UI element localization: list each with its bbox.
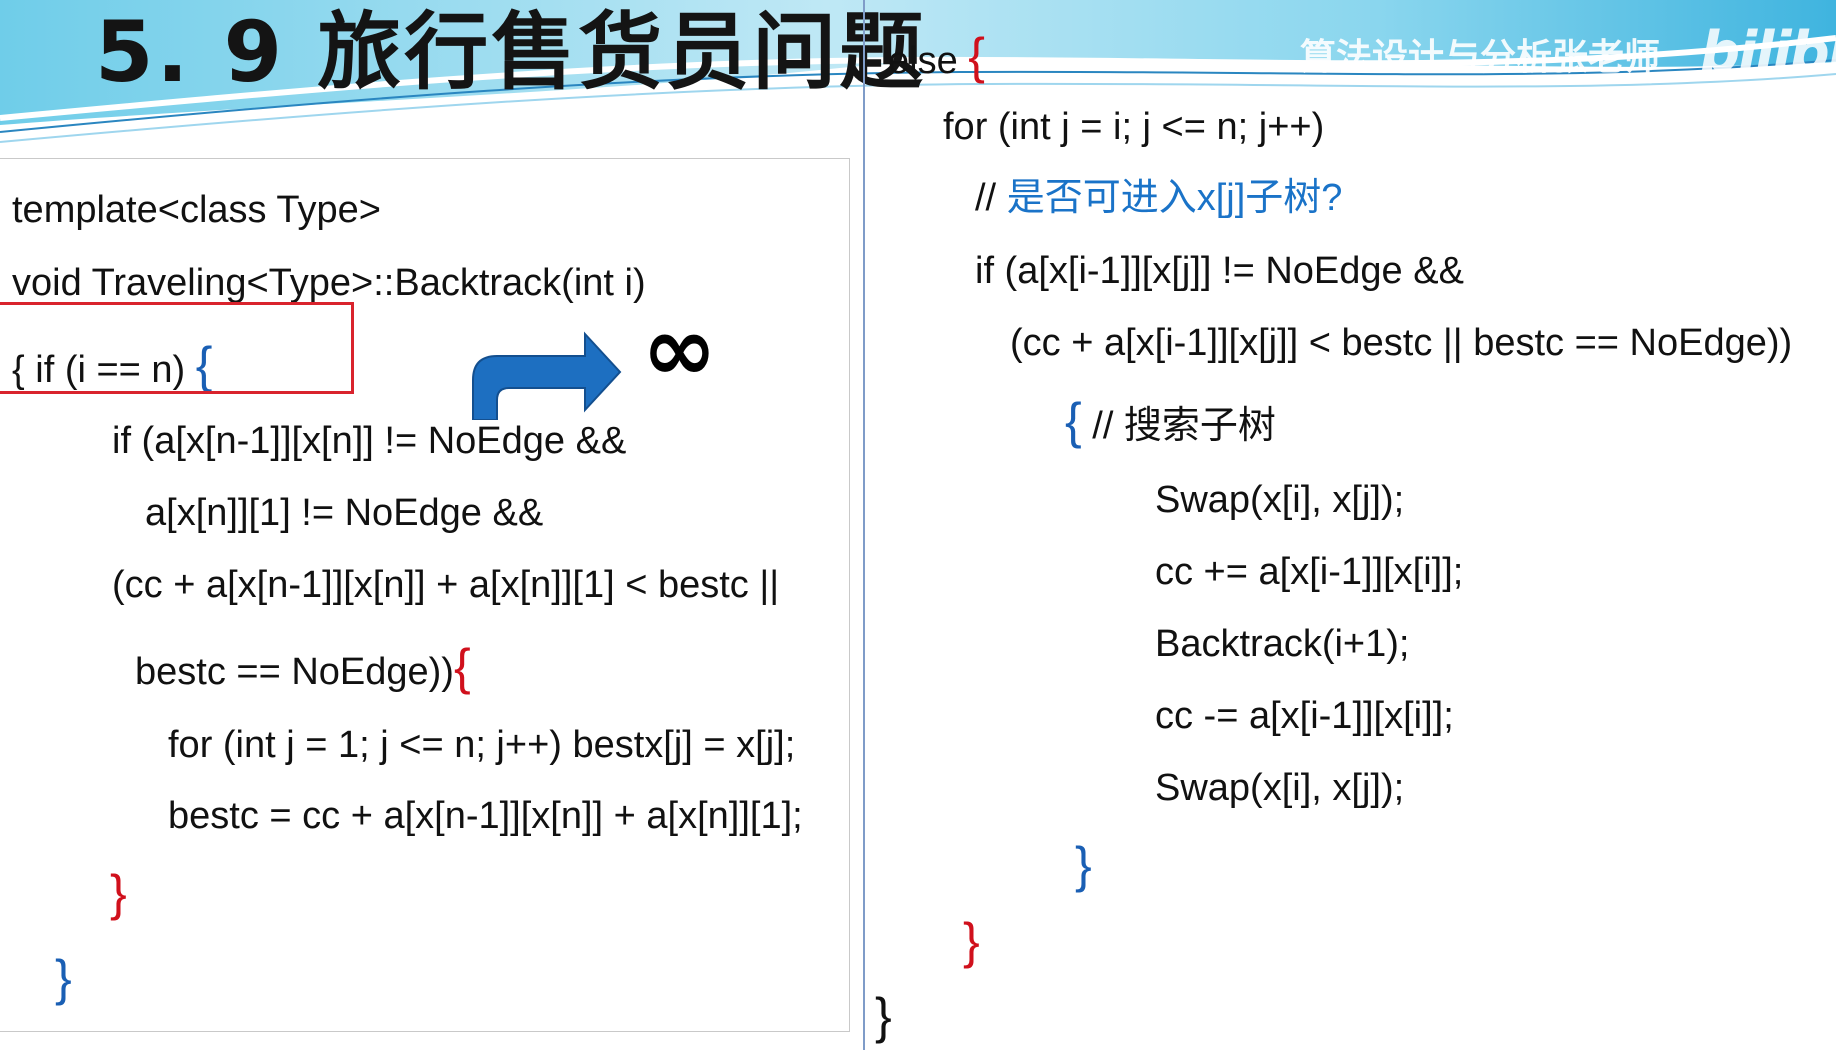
code-line-cc-sub: cc -= a[x[i-1]][x[i]]; bbox=[1155, 695, 1454, 737]
open-brace: { bbox=[12, 349, 25, 391]
code-line-swap2: Swap(x[i], x[j]); bbox=[1155, 767, 1405, 809]
code-line-template: template<class Type> bbox=[12, 189, 381, 231]
comment-search-subtree: // 搜索子树 bbox=[1081, 405, 1276, 447]
column-divider bbox=[863, 0, 865, 1050]
infinity-symbol: ∞ bbox=[642, 297, 717, 402]
code-line-if-edge2: a[x[n]][1] != NoEdge && bbox=[145, 492, 544, 534]
code-line-cc-add: cc += a[x[i-1]][x[i]]; bbox=[1155, 551, 1464, 593]
signature-prefix: void Traveling<Type>:: bbox=[12, 262, 395, 304]
signature-params: (int i) bbox=[561, 262, 646, 304]
if-base-case: if (i == n) bbox=[35, 349, 196, 391]
final-close-brace: } bbox=[875, 988, 892, 1044]
channel-watermark-text: 算法设计与分析张老师 bbox=[1300, 37, 1661, 78]
blue-block-brace: { bbox=[1065, 393, 1082, 449]
code-line-search-subtree: { // 搜索子树 bbox=[1065, 396, 1276, 449]
comment-slashes: // bbox=[975, 177, 1007, 219]
code-line-backtrack-call: Backtrack(i+1); bbox=[1155, 623, 1410, 665]
code-line-if-edge1: if (a[x[n-1]][x[n]] != NoEdge && bbox=[112, 420, 627, 462]
code-line-copy-bestx: for (int j = 1; j <= n; j++) bestx[j] = … bbox=[168, 724, 796, 766]
code-line-update-bestc: bestc = cc + a[x[n-1]][x[n]] + a[x[n]][1… bbox=[168, 795, 803, 837]
code-line-if-cost: (cc + a[x[i-1]][x[j]] < bestc || bestc =… bbox=[1010, 322, 1793, 364]
bestc-condition: bestc == NoEdge)) bbox=[135, 651, 454, 693]
curved-arrow-icon bbox=[472, 331, 622, 420]
highlight-box bbox=[0, 302, 354, 394]
code-line-for-loop: for (int j = i; j <= n; j++) bbox=[943, 106, 1325, 148]
red-else-brace: { bbox=[968, 28, 985, 84]
code-line-signature: void Traveling<Type>::Backtrack(int i) bbox=[12, 260, 646, 306]
left-code-panel bbox=[0, 158, 850, 1032]
code-line-comment-subtree: // 是否可进入x[j]子树? bbox=[975, 175, 1342, 221]
red-else-close-brace: } bbox=[963, 913, 980, 969]
header-swoosh-background bbox=[0, 0, 1836, 143]
code-line-bestc-noedge: bestc == NoEdge)){ bbox=[135, 642, 471, 695]
red-close-brace: } bbox=[110, 865, 127, 921]
blue-open-brace: { bbox=[195, 337, 213, 393]
blue-block-close-brace: } bbox=[1075, 837, 1092, 893]
comment-subtree-text: 是否可进入x[j]子树? bbox=[1006, 177, 1343, 219]
code-line-if-edge: if (a[x[i-1]][x[j]] != NoEdge && bbox=[975, 250, 1464, 292]
red-open-brace: { bbox=[453, 639, 471, 695]
code-line-swap1: Swap(x[i], x[j]); bbox=[1155, 479, 1405, 521]
code-line-if-base: { if (i == n) { bbox=[12, 340, 212, 393]
signature-function: Backtrack bbox=[394, 262, 562, 304]
else-keyword: else bbox=[888, 40, 969, 82]
slide-title: 5. 9 旅行售货员问题 bbox=[95, 3, 927, 101]
code-line-cost-compare: (cc + a[x[n-1]][x[n]] + a[x[n]][1] < bes… bbox=[112, 564, 780, 606]
blue-close-brace: } bbox=[55, 950, 72, 1006]
code-line-else: else { bbox=[888, 31, 985, 84]
bilibili-logo: bilibili bbox=[1700, 20, 1836, 85]
